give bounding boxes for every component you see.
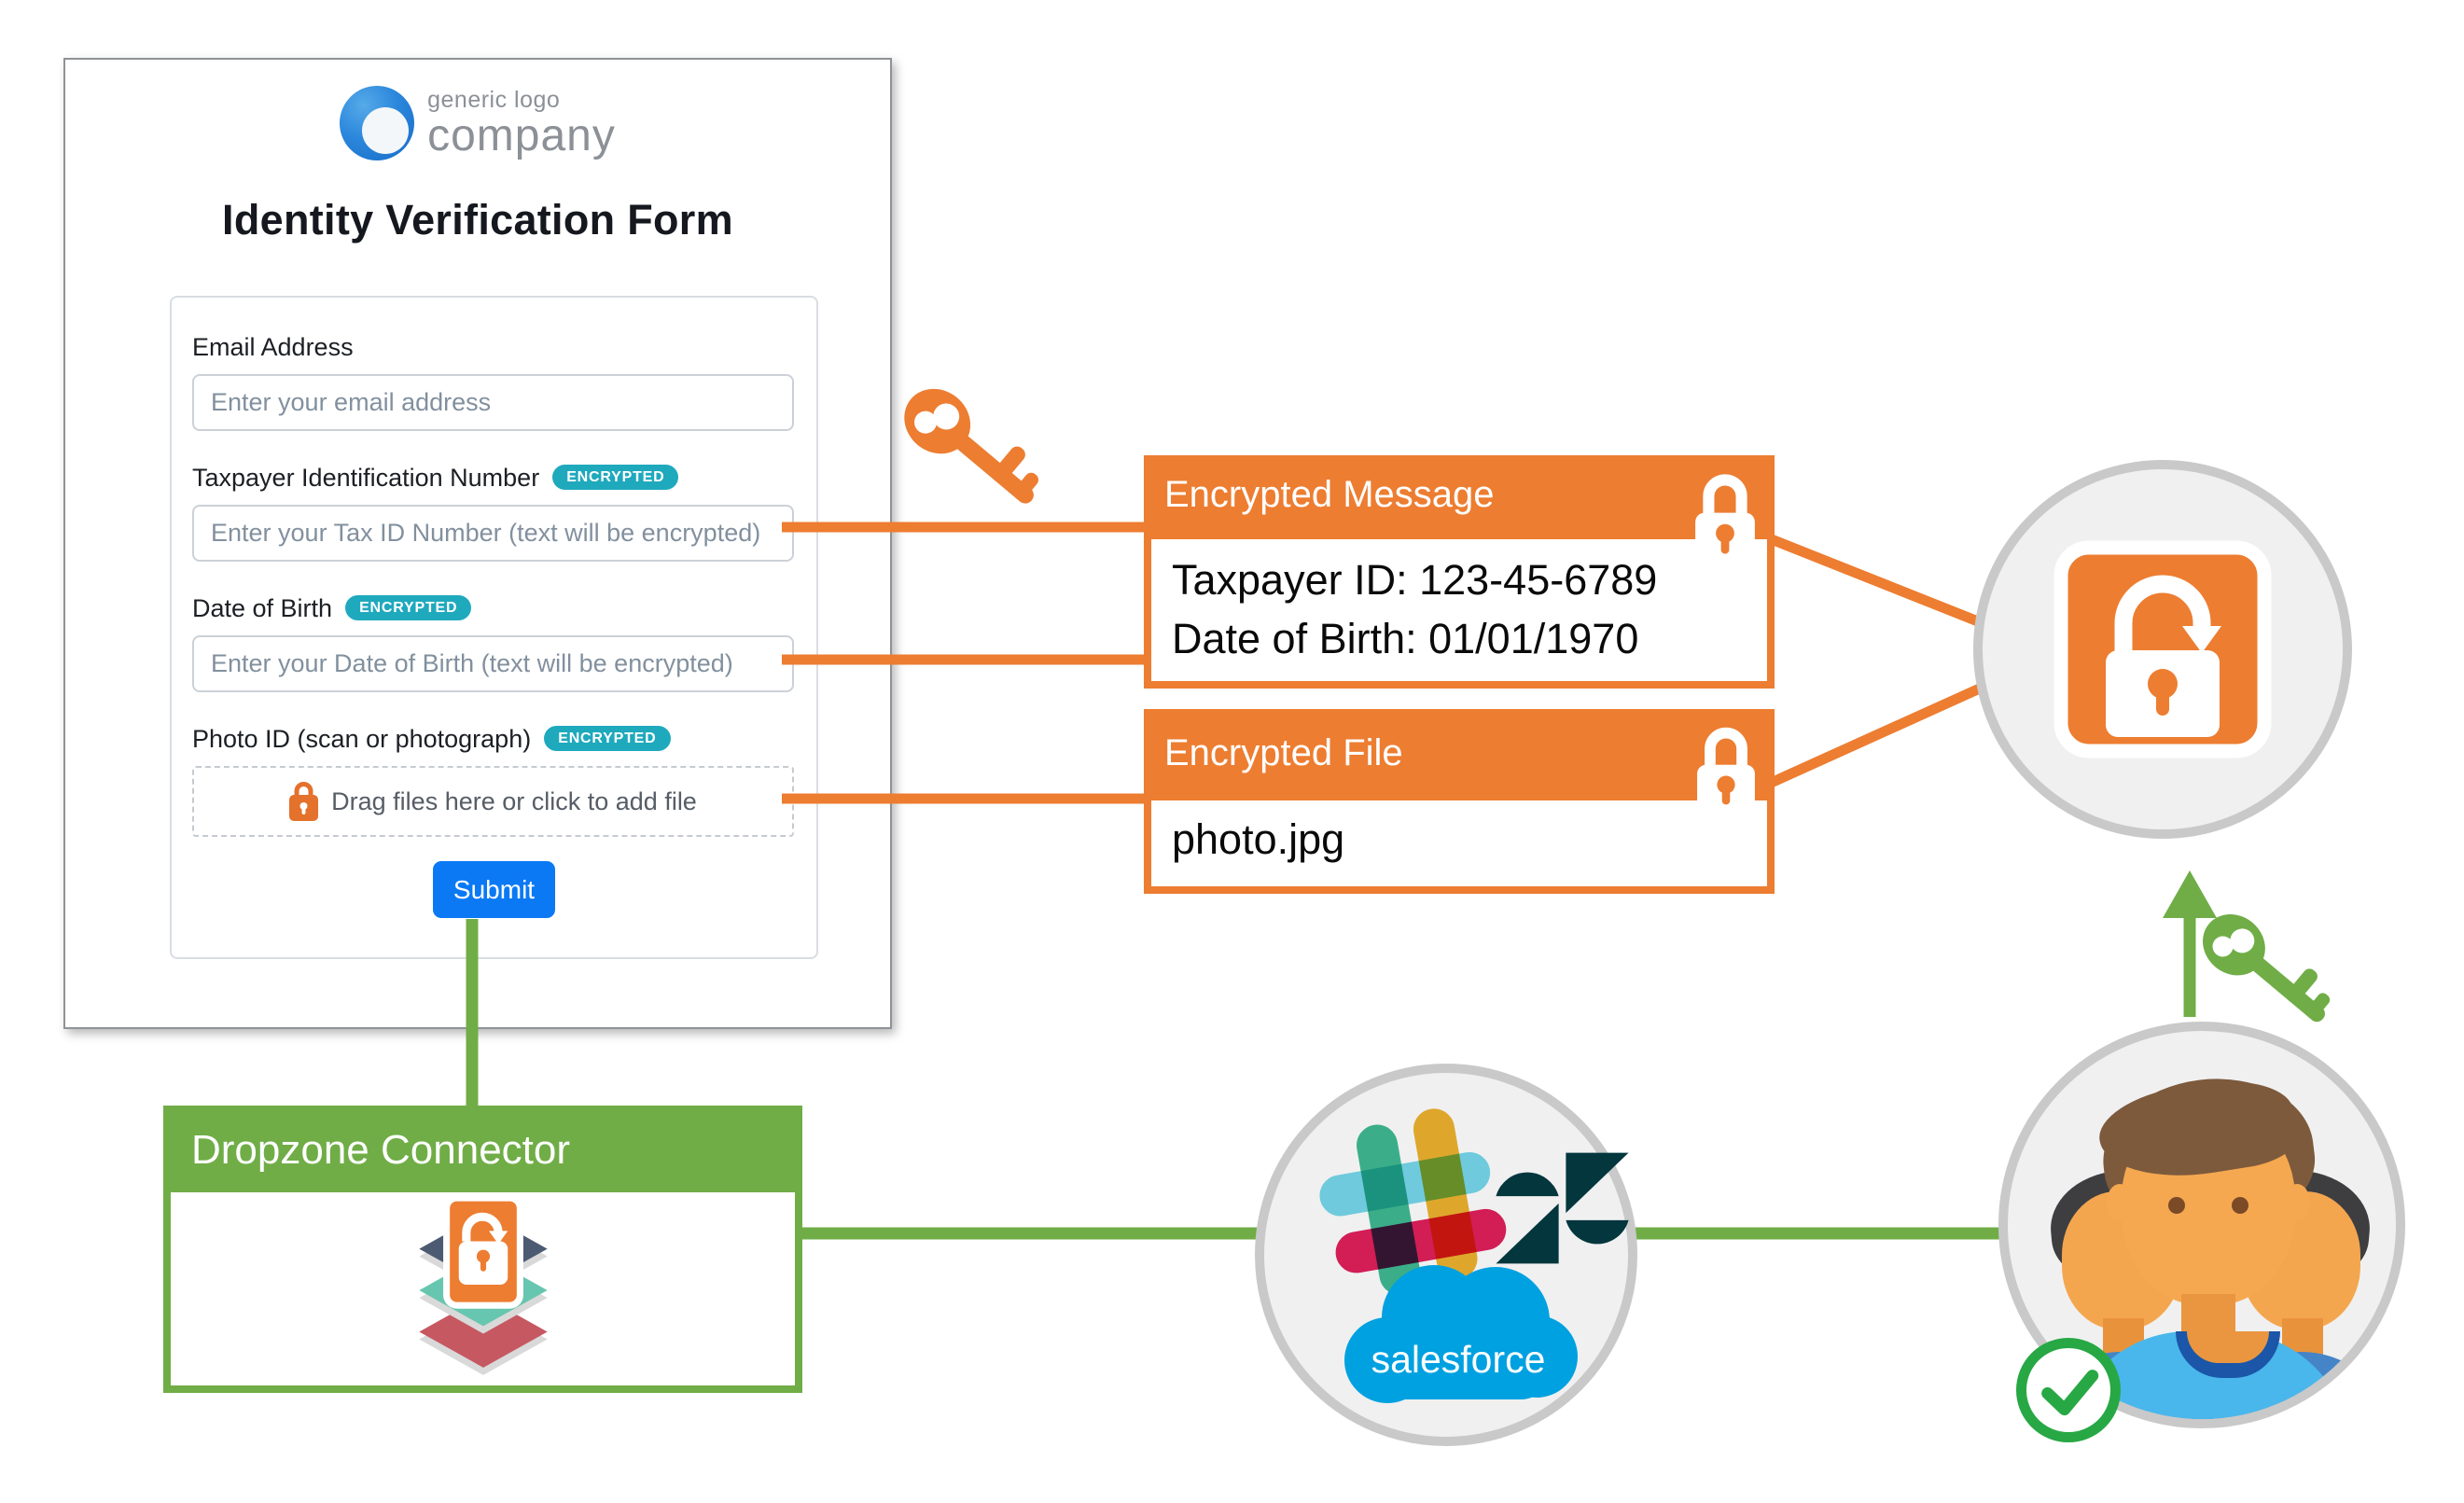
upload-lock-icon bbox=[289, 782, 319, 821]
encrypted-file-body: photo.jpg bbox=[1144, 793, 1775, 894]
logo-text-small: generic logo bbox=[427, 86, 561, 113]
encrypted-filename: photo.jpg bbox=[1172, 815, 1345, 863]
layers-lock-icon bbox=[418, 1194, 548, 1375]
dropzone-text: Drag files here or click to add file bbox=[331, 786, 697, 815]
email-field[interactable] bbox=[192, 374, 794, 431]
encrypted-message-body: Taxpayer ID: 123-45-6789 Date of Birth: … bbox=[1144, 532, 1775, 689]
encryption-node bbox=[1973, 460, 2352, 839]
dropzone-connector-box: Dropzone Connector bbox=[163, 1106, 802, 1393]
verified-check-icon bbox=[2016, 1338, 2121, 1442]
encrypted-message-title: Encrypted Message bbox=[1164, 474, 1495, 515]
submit-button[interactable]: Submit bbox=[433, 861, 555, 918]
unlock-rotate-icon bbox=[2053, 540, 2272, 758]
person-center bbox=[2066, 1066, 2351, 1419]
company-logo: generic logo company bbox=[65, 86, 890, 160]
dob-label: Date of Birth ENCRYPTED bbox=[192, 594, 805, 623]
orange-key-icon bbox=[904, 388, 1039, 504]
padlock-icon bbox=[1697, 727, 1755, 817]
wire-encfile-to-lock bbox=[1766, 677, 1995, 789]
decrypt-arrow-icon bbox=[2163, 870, 2217, 1017]
zendesk-icon bbox=[1496, 1152, 1629, 1264]
encrypted-file-box: Encrypted File photo.jpg bbox=[1144, 709, 1775, 894]
salesforce-label: salesforce bbox=[1371, 1338, 1546, 1381]
photo-id-label: Photo ID (scan or photograph) ENCRYPTED bbox=[192, 725, 805, 754]
encrypted-badge: ENCRYPTED bbox=[345, 595, 472, 620]
email-label: Email Address bbox=[192, 333, 354, 361]
encrypted-file-title: Encrypted File bbox=[1164, 732, 1403, 773]
team-node bbox=[1998, 1022, 2405, 1428]
salesforce-icon: salesforce bbox=[1344, 1265, 1578, 1403]
taxid-label: Taxpayer Identification Number ENCRYPTED bbox=[192, 464, 805, 493]
encrypted-badge: ENCRYPTED bbox=[544, 726, 671, 751]
generic-company-logo-icon bbox=[340, 86, 415, 160]
padlock-icon bbox=[1695, 474, 1755, 566]
page-title: Identity Verification Form bbox=[222, 196, 733, 244]
taxid-field[interactable] bbox=[192, 505, 794, 562]
encrypted-message-box: Encrypted Message Taxpayer ID: 123-45-67… bbox=[1144, 455, 1775, 689]
slack-icon bbox=[1319, 1108, 1507, 1296]
dropzone-connector-body bbox=[171, 1192, 795, 1385]
logo-text-large: company bbox=[427, 110, 616, 160]
encrypted-badge: ENCRYPTED bbox=[552, 465, 679, 490]
file-dropzone[interactable]: Drag files here or click to add file bbox=[192, 766, 794, 837]
green-key-icon bbox=[2203, 914, 2331, 1023]
dob-field[interactable] bbox=[192, 635, 794, 692]
encrypted-message-line1: Taxpayer ID: 123-45-6789 bbox=[1172, 556, 1658, 604]
dropzone-connector-title: Dropzone Connector bbox=[191, 1127, 571, 1173]
identity-form-card: generic logo company Identity Verificati… bbox=[63, 58, 892, 1029]
encrypted-message-line2: Date of Birth: 01/01/1970 bbox=[1172, 615, 1639, 662]
form-panel: Email Address Taxpayer Identification Nu… bbox=[170, 296, 818, 959]
wire-message-to-lock bbox=[1766, 533, 1995, 633]
logo-text: generic logo company bbox=[427, 86, 616, 160]
integrations-node: salesforce bbox=[1255, 1064, 1637, 1446]
